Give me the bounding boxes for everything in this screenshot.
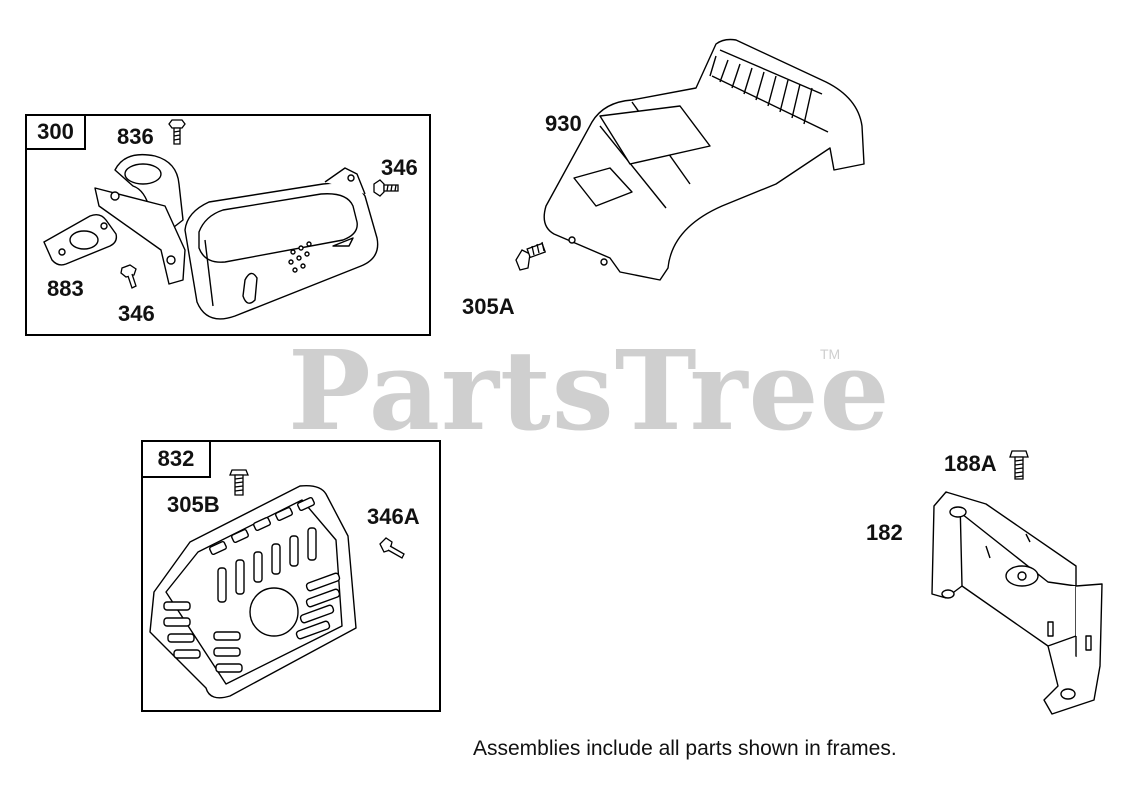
mounting-bracket-182-icon[interactable] <box>926 486 1108 718</box>
muffler-shroud-930-icon[interactable] <box>540 36 870 282</box>
part-label-346-bottom[interactable]: 346 <box>118 301 155 326</box>
part-label-346A[interactable]: 346A <box>367 504 420 529</box>
assembly-frame-832 <box>141 440 441 712</box>
screw-305B-icon[interactable] <box>228 466 250 498</box>
part-label-305B[interactable]: 305B <box>167 492 220 517</box>
part-label-305A[interactable]: 305A <box>462 294 515 319</box>
part-label-836[interactable]: 836 <box>117 124 154 149</box>
part-label-188A[interactable]: 188A <box>944 451 997 476</box>
part-label-346-top[interactable]: 346 <box>381 155 418 180</box>
watermark-trademark: TM <box>820 346 841 362</box>
assembly-tag-300[interactable]: 300 <box>25 114 86 150</box>
bolt-346-top-icon[interactable] <box>372 178 400 198</box>
watermark-text: PartsTree <box>288 326 891 455</box>
part-label-182[interactable]: 182 <box>866 520 903 545</box>
muffler-icon[interactable] <box>95 150 400 330</box>
assembly-tag-832[interactable]: 832 <box>141 440 211 478</box>
part-label-930[interactable]: 930 <box>545 111 582 136</box>
screw-346A-icon[interactable] <box>378 536 408 562</box>
bolt-836-icon[interactable] <box>166 118 188 148</box>
footer-note: Assemblies include all parts shown in fr… <box>473 737 897 760</box>
muffler-guard-832-icon[interactable] <box>150 482 360 702</box>
bolt-188A-icon[interactable] <box>1008 448 1030 482</box>
gasket-883-icon[interactable] <box>40 212 120 267</box>
screw-305A-icon[interactable] <box>512 238 548 274</box>
bolt-346-bottom-icon[interactable] <box>118 264 140 292</box>
assembly-frame-300 <box>25 114 431 336</box>
part-label-883[interactable]: 883 <box>47 276 84 301</box>
